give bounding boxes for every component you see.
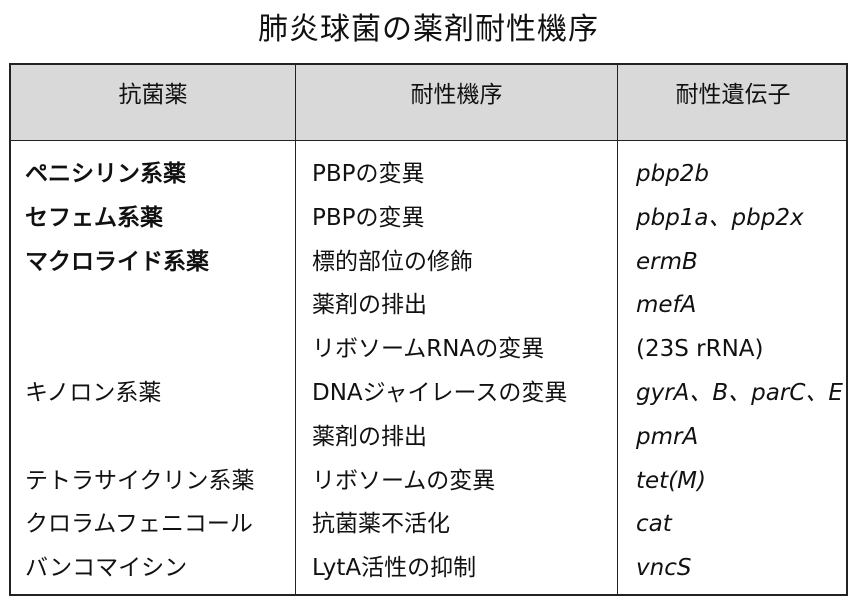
table-row: リボソームRNAの変異 (23S rRNA) (11, 328, 846, 372)
header-mechanism: 耐性機序 (410, 82, 503, 108)
mechanism-cell: PBPの変異 (312, 161, 425, 187)
table-row: 薬剤の排出 pmrA (11, 416, 846, 460)
resistance-table: 抗菌薬 耐性機序 耐性遺伝子 ペニシリン系薬 PBPの変異 pbp2b セフェム… (9, 63, 848, 596)
page-title: 肺炎球菌の薬剤耐性機序 (258, 12, 599, 47)
table-body: ペニシリン系薬 PBPの変異 pbp2b セフェム系薬 PBPの変異 pbp1a… (11, 153, 846, 591)
mechanism-cell: 抗菌薬不活化 (312, 511, 450, 538)
gene-cell: vncS (636, 555, 692, 582)
drug-cell: クロラムフェニコール (25, 511, 253, 538)
gene-cell: mefA (636, 292, 697, 319)
mechanism-cell: リボソームの変異 (312, 467, 496, 494)
mechanism-cell: LytA活性の抑制 (312, 555, 477, 582)
table-row: 薬剤の排出 mefA (11, 284, 846, 328)
mechanism-cell: PBPの変異 (312, 204, 425, 231)
gene-cell: ermB (636, 248, 698, 275)
drug-cell: セフェム系薬 (25, 204, 163, 231)
gene-cell: gyrA、B、parC、E (636, 379, 843, 406)
table-row: ペニシリン系薬 PBPの変異 pbp2b (11, 153, 846, 197)
gene-cell: pmrA (636, 423, 699, 450)
drug-cell: キノロン系薬 (25, 379, 162, 406)
column-divider (295, 65, 296, 594)
header-gene: 耐性遺伝子 (675, 82, 791, 108)
gene-cell: (23S rRNA) (636, 336, 764, 363)
mechanism-cell: リボソームRNAの変異 (312, 336, 545, 363)
drug-cell: マクロライド系薬 (25, 248, 209, 275)
drug-cell: テトラサイクリン系薬 (25, 467, 255, 494)
table-row: マクロライド系薬 標的部位の修飾 ermB (11, 241, 846, 285)
drug-cell: バンコマイシン (25, 555, 188, 582)
mechanism-cell: 薬剤の排出 (312, 292, 427, 319)
gene-cell: tet(M) (636, 467, 706, 494)
table-row: キノロン系薬 DNAジャイレースの変異 gyrA、B、parC、E (11, 372, 846, 416)
gene-cell: pbp1a、pbp2x (636, 204, 804, 231)
mechanism-cell: 標的部位の修飾 (312, 248, 473, 275)
drug-cell: ペニシリン系薬 (25, 161, 186, 187)
table-header (11, 65, 846, 141)
mechanism-cell: 薬剤の排出 (312, 423, 427, 450)
table-row: テトラサイクリン系薬 リボソームの変異 tet(M) (11, 460, 846, 504)
column-divider (617, 65, 618, 594)
table-row: セフェム系薬 PBPの変異 pbp1a、pbp2x (11, 197, 846, 241)
header-antibiotic: 抗菌薬 (118, 82, 188, 108)
table-row: バンコマイシン LytA活性の抑制 vncS (11, 547, 846, 591)
mechanism-cell: DNAジャイレースの変異 (312, 379, 568, 406)
gene-cell: pbp2b (636, 161, 710, 187)
table-row: クロラムフェニコール 抗菌薬不活化 cat (11, 503, 846, 547)
gene-cell: cat (636, 511, 672, 538)
